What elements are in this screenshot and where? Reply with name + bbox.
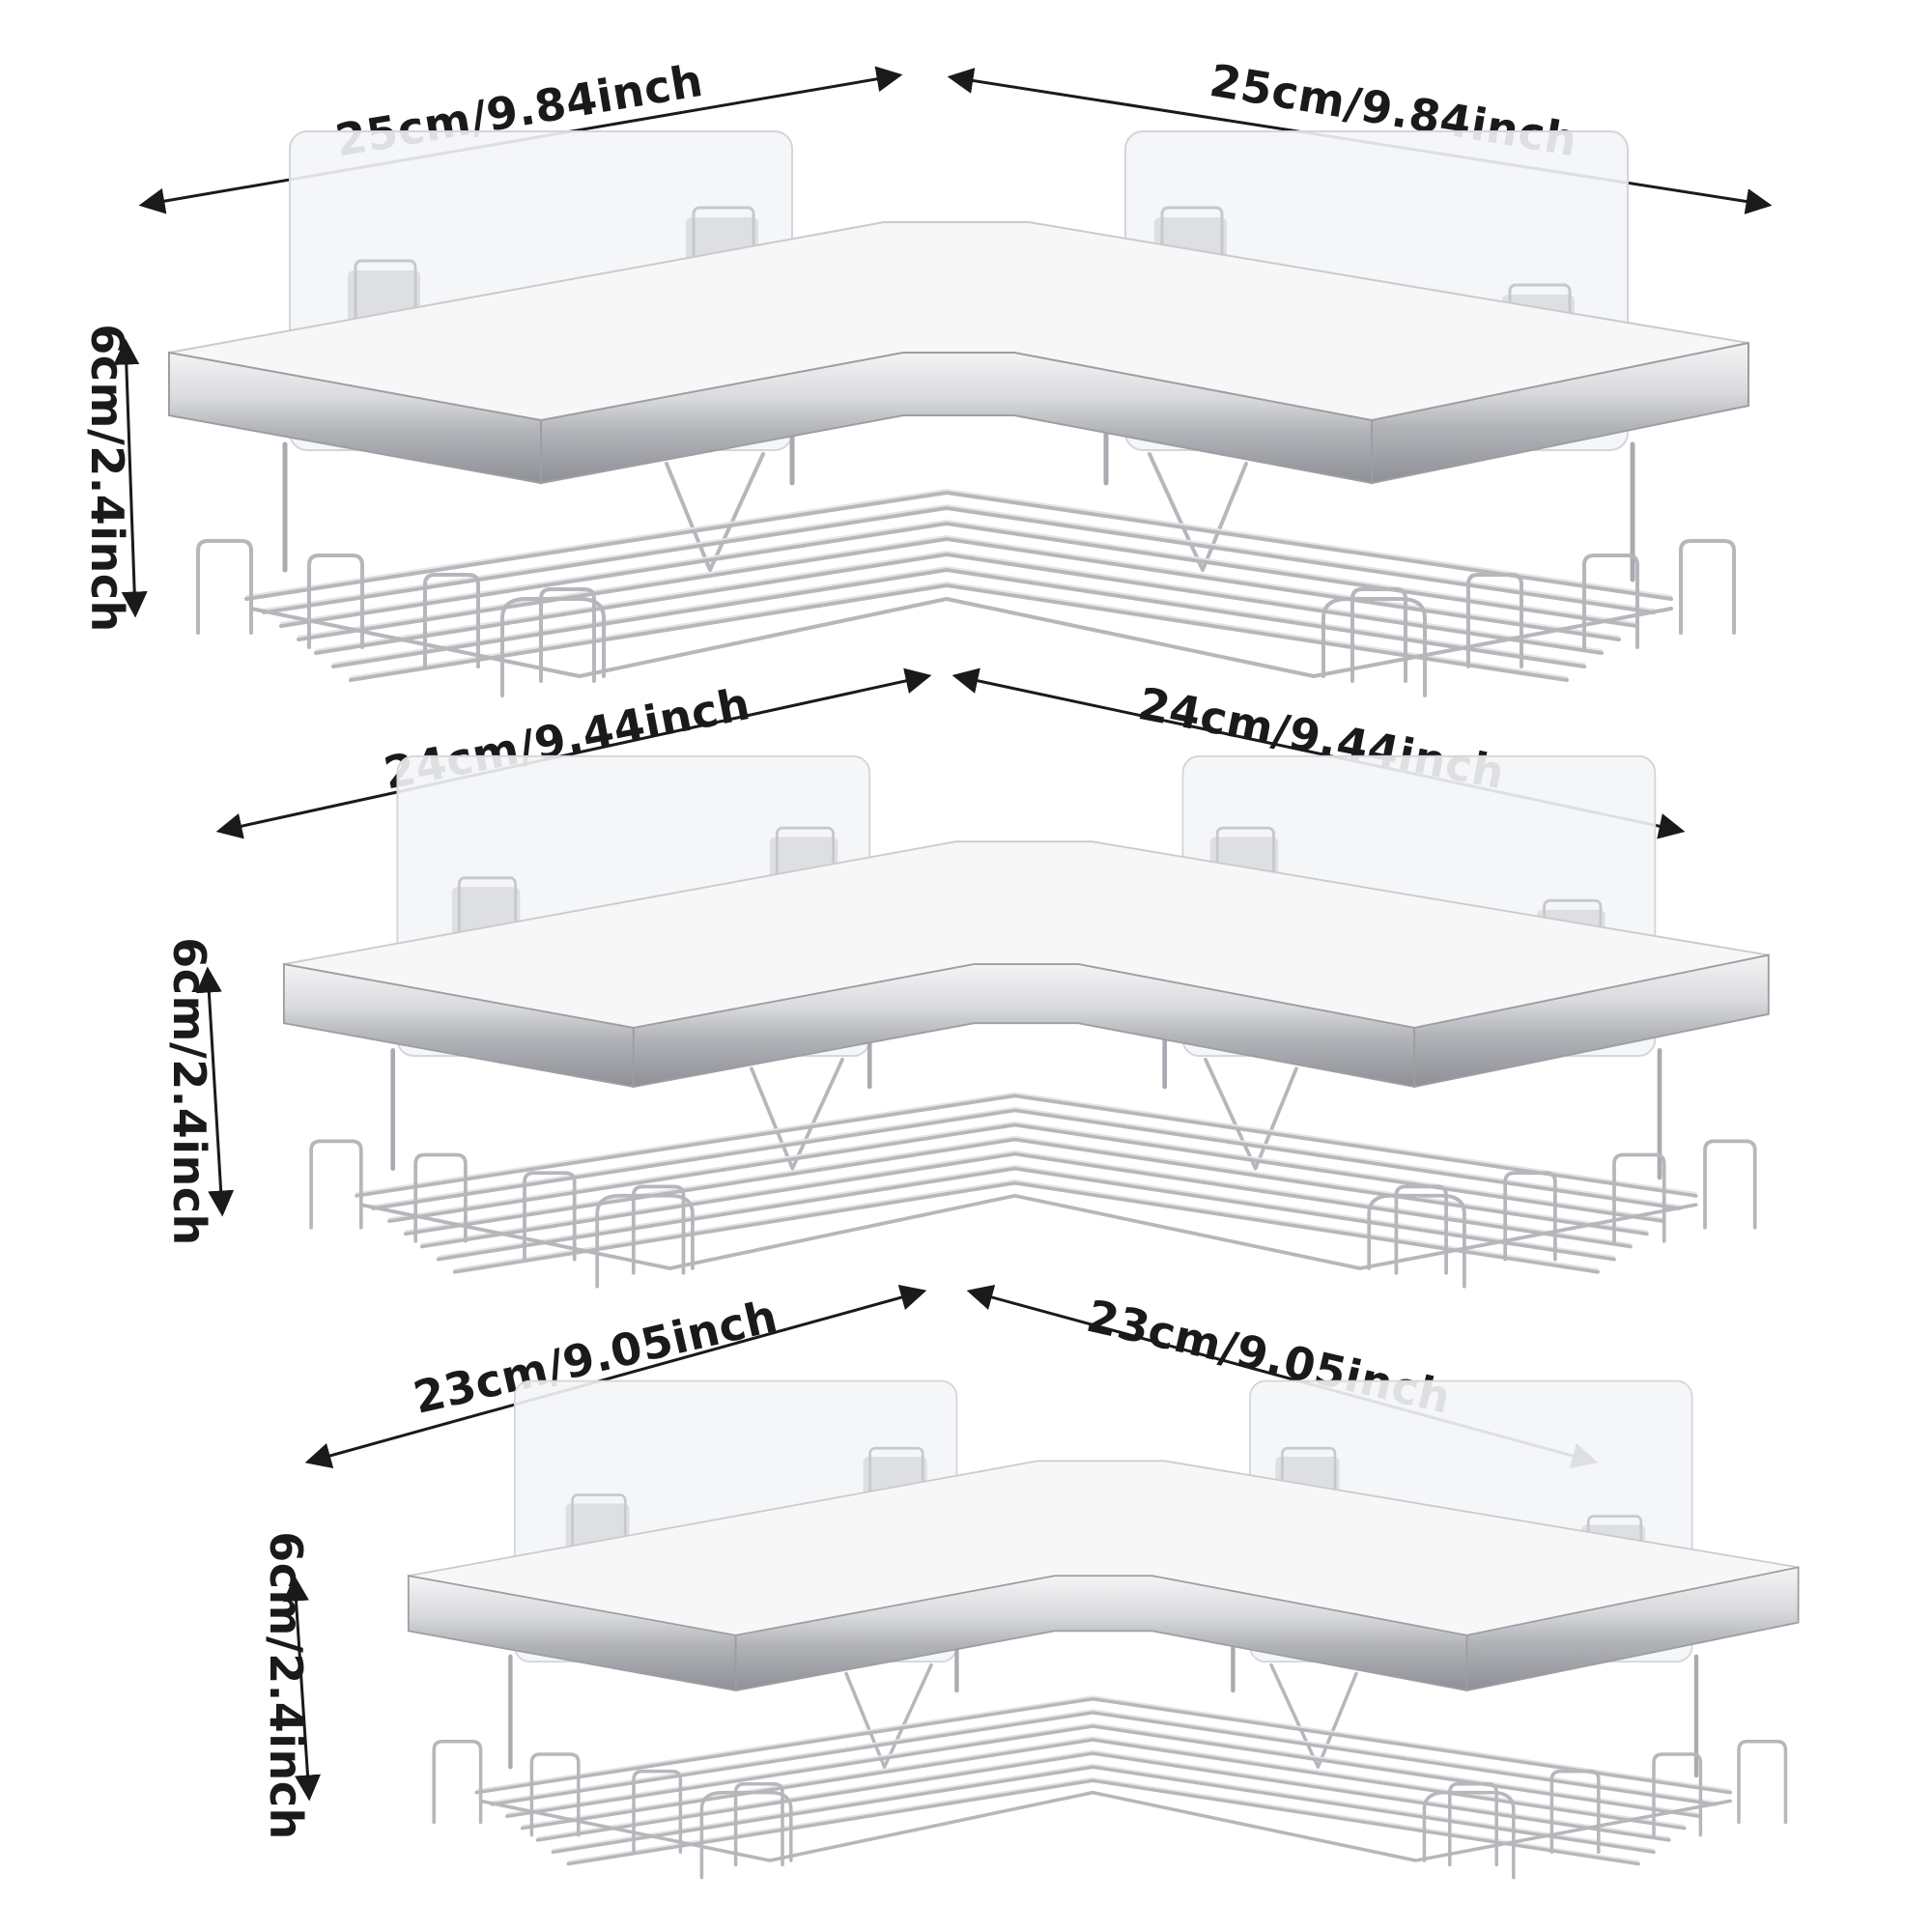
frame-front-right	[1465, 1566, 1800, 1692]
v-support-right	[1148, 452, 1248, 572]
basket-rail-highlight	[567, 1776, 1640, 1862]
front-loop-hook	[1503, 1171, 1557, 1262]
front-loop-hook	[1466, 573, 1523, 668]
front-loop-hook	[1652, 1752, 1703, 1837]
basket-rail-highlight	[475, 1695, 1732, 1791]
basket-rail-highlight	[505, 1722, 1701, 1815]
basket-rail-highlight	[245, 489, 1672, 597]
basket-rail	[403, 1137, 1649, 1236]
height-label: 6cm/2.4inch	[260, 1531, 312, 1840]
height-label: 6cm/2.4inch	[163, 937, 215, 1246]
shelf-graphic	[282, 754, 1771, 1289]
front-loop-hook	[632, 1769, 683, 1854]
front-loop-hook	[631, 1184, 686, 1275]
shelf-graphic	[407, 1379, 1800, 1880]
basket-rail-highlight	[315, 551, 1603, 651]
front-loop-hook	[309, 1139, 363, 1230]
front-loop-hook	[423, 573, 480, 668]
front-loop-hook	[196, 539, 253, 635]
front-loop-hook	[1394, 1184, 1448, 1275]
front-loop-hook	[413, 1152, 468, 1243]
basket-rail	[355, 1094, 1698, 1198]
basket-rail	[244, 491, 1673, 601]
front-loop-hook	[1737, 1740, 1788, 1825]
front-loop-hook	[523, 1171, 577, 1262]
basket-bottom-rim	[249, 597, 1673, 678]
basket-rail-highlight	[350, 582, 1568, 678]
front-loop-hook	[1582, 554, 1639, 649]
basket-rail	[490, 1711, 1718, 1806]
height-arrow	[113, 338, 148, 618]
basket-rail-highlight	[420, 1150, 1632, 1245]
razor-holder-right	[1422, 1790, 1516, 1880]
basket-rail	[419, 1151, 1633, 1249]
basket-rail-highlight	[437, 1164, 1615, 1258]
basket-rail-highlight	[263, 504, 1655, 611]
front-loop-hook	[529, 1752, 581, 1837]
front-loop-hook	[733, 1782, 784, 1867]
basket-bottom-rim	[358, 1193, 1698, 1270]
left-width-arrow	[215, 668, 932, 839]
basket-rail	[551, 1765, 1656, 1854]
front-loop-hook	[1679, 539, 1736, 635]
v-support-left	[750, 1057, 844, 1171]
razor-holder-right	[1321, 597, 1427, 697]
basket-rail	[331, 568, 1586, 668]
left-width-arrow	[304, 1285, 927, 1468]
basket-rail-highlight	[355, 1092, 1697, 1194]
basket-rail	[262, 506, 1656, 614]
frame-front-right	[1413, 953, 1770, 1089]
basket-rail-highlight	[404, 1135, 1648, 1233]
basket-rail-highlight	[298, 535, 1620, 638]
basket-rail-highlight	[372, 1106, 1681, 1208]
front-loop-hook	[1549, 1769, 1601, 1854]
razor-holder-right	[1367, 1193, 1466, 1289]
basket-rail	[436, 1166, 1616, 1262]
basket-rail-highlight	[387, 1121, 1664, 1220]
basket-bottom-rim	[478, 1790, 1732, 1862]
v-support-left	[665, 452, 765, 572]
v-support-right	[1204, 1057, 1298, 1171]
basket-rail	[474, 1697, 1732, 1795]
frame-front-right	[1371, 341, 1749, 485]
basket-rail-highlight	[521, 1736, 1686, 1827]
basket-rail-highlight	[280, 520, 1637, 624]
basket-rail	[505, 1724, 1702, 1818]
height-arrow	[195, 966, 235, 1217]
front-loop-hook	[1703, 1139, 1757, 1230]
basket-rail-highlight	[491, 1709, 1717, 1804]
basket-rail-highlight	[536, 1749, 1670, 1839]
front-loop-hook	[539, 587, 596, 683]
basket-rail	[279, 522, 1638, 628]
v-support-right	[1269, 1662, 1358, 1769]
front-loop-hook	[307, 554, 364, 649]
basket-rail	[387, 1122, 1665, 1224]
basket-rail	[297, 537, 1621, 641]
front-loop-hook	[1612, 1152, 1666, 1243]
basket-rail	[535, 1751, 1671, 1842]
front-loop-hook	[432, 1740, 483, 1825]
razor-holder-left	[595, 1193, 695, 1289]
basket-rail	[566, 1778, 1640, 1866]
basket-rail	[452, 1180, 1600, 1274]
front-loop-hook	[1350, 587, 1407, 683]
basket-rail-highlight	[552, 1763, 1655, 1851]
razor-holder-left	[500, 597, 606, 697]
basket-rail	[314, 553, 1604, 655]
height-arrow	[283, 1575, 321, 1802]
height-label: 6cm/2.4inch	[81, 324, 133, 633]
basket-rail-highlight	[453, 1179, 1600, 1270]
shelf-graphic	[167, 130, 1750, 697]
basket-rail	[371, 1108, 1682, 1210]
basket-rail	[349, 583, 1569, 682]
front-loop-hook	[1448, 1782, 1498, 1867]
basket-rail-highlight	[332, 566, 1585, 665]
razor-holder-left	[699, 1790, 793, 1880]
basket-rail	[520, 1738, 1687, 1831]
v-support-left	[844, 1662, 933, 1769]
